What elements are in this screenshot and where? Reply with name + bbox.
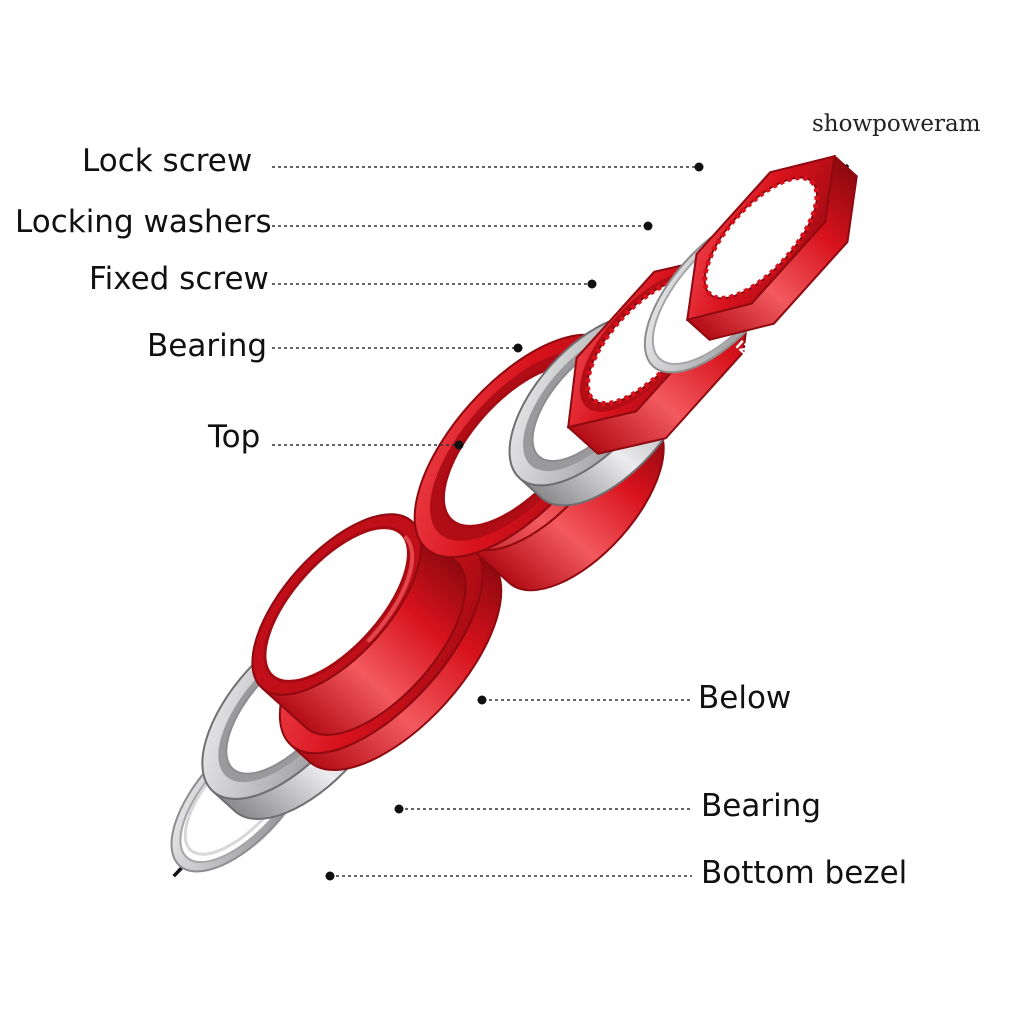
below-cup-part — [251, 513, 503, 771]
label-bearing-top: Bearing — [147, 328, 268, 364]
label-bearing-bottom: Bearing — [701, 788, 822, 824]
label-top: Top — [208, 419, 261, 455]
leader-lines — [272, 166, 697, 877]
label-bottom-bezel: Bottom bezel — [701, 855, 908, 891]
label-locking-washers: Locking washers — [15, 204, 272, 240]
leader-dot-locking-washers — [643, 221, 653, 231]
leader-dot-fixed-screw — [587, 279, 597, 289]
watermark-text: showpoweram — [812, 111, 981, 137]
leader-dot-lock-screw — [694, 162, 704, 172]
lock-screw-part: IZOIN — [685, 154, 858, 377]
leader-dot-bottom-bezel — [325, 871, 335, 881]
label-below: Below — [698, 680, 792, 716]
leader-dots — [325, 162, 704, 881]
leader-dot-below — [477, 695, 487, 705]
leader-dot-bearing-bottom — [394, 804, 404, 814]
label-fixed-screw: Fixed screw — [89, 261, 269, 297]
leader-dot-top — [454, 440, 464, 450]
leader-dot-bearing-top — [513, 343, 523, 353]
label-lock-screw: Lock screw — [82, 143, 253, 179]
